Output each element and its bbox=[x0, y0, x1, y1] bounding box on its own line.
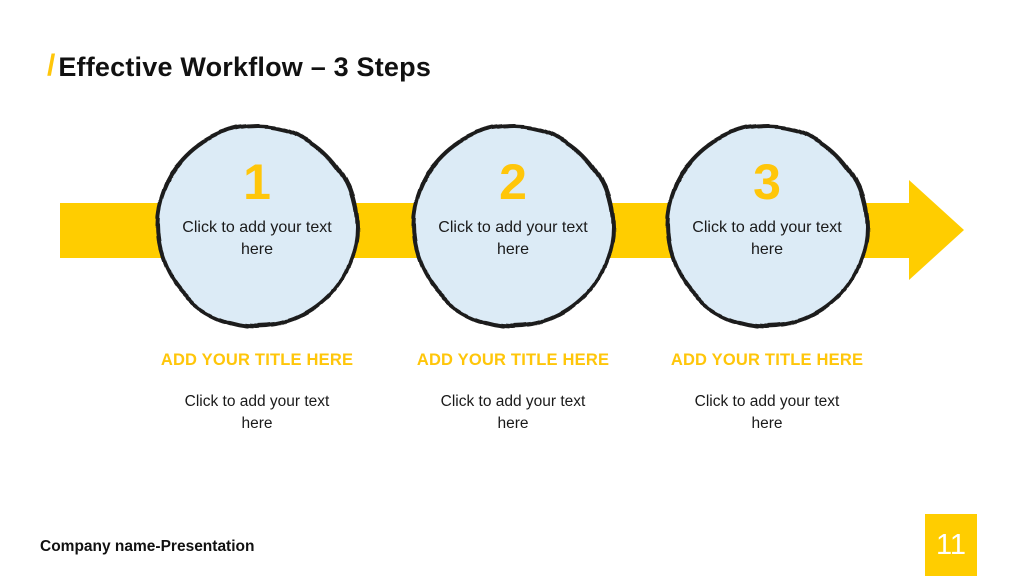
step-circle-2[interactable]: 2 Click to add your text here bbox=[407, 120, 619, 332]
step-circle-1[interactable]: 1 Click to add your text here bbox=[151, 120, 363, 332]
sketch-circle-icon bbox=[411, 124, 615, 328]
sketch-circle-icon bbox=[155, 124, 359, 328]
step-caption-2: ADD YOUR TITLE HERE Click to add your te… bbox=[383, 350, 643, 435]
step-number: 3 bbox=[753, 154, 781, 210]
step-text-placeholder[interactable]: Click to add your text here bbox=[692, 219, 842, 258]
step-circle-content: 1 Click to add your text here bbox=[151, 103, 363, 315]
company-name-label: Company name-Presentation bbox=[40, 538, 255, 555]
slide-header: / Effective Workflow – 3 Steps bbox=[47, 49, 432, 83]
page-number: 11 bbox=[935, 528, 967, 561]
caption-title-placeholder[interactable]: ADD YOUR TITLE HERE bbox=[160, 351, 354, 369]
step-circle-content: 2 Click to add your text here bbox=[407, 103, 619, 315]
step-text-placeholder[interactable]: Click to add your text here bbox=[182, 219, 332, 258]
step-caption-1: ADD YOUR TITLE HERE Click to add your te… bbox=[127, 350, 387, 435]
right-arrow-icon bbox=[909, 180, 964, 280]
step-circle-content: 3 Click to add your text here bbox=[661, 103, 873, 315]
caption-text-placeholder[interactable]: Click to add your text here bbox=[694, 393, 840, 432]
step-caption-3: ADD YOUR TITLE HERE Click to add your te… bbox=[637, 350, 897, 435]
caption-title-placeholder[interactable]: ADD YOUR TITLE HERE bbox=[670, 351, 864, 369]
title-slash-accent: / bbox=[47, 49, 56, 82]
caption-text-placeholder[interactable]: Click to add your text here bbox=[184, 393, 330, 432]
sketch-circle-icon bbox=[665, 124, 869, 328]
page-title: Effective Workflow – 3 Steps bbox=[58, 52, 432, 82]
step-number: 2 bbox=[499, 154, 527, 210]
step-circle-3[interactable]: 3 Click to add your text here bbox=[661, 120, 873, 332]
page-number-badge: 11 bbox=[925, 514, 977, 576]
caption-text-placeholder[interactable]: Click to add your text here bbox=[440, 393, 586, 432]
caption-title-placeholder[interactable]: ADD YOUR TITLE HERE bbox=[416, 351, 610, 369]
step-text-placeholder[interactable]: Click to add your text here bbox=[438, 219, 588, 258]
step-number: 1 bbox=[243, 154, 271, 210]
